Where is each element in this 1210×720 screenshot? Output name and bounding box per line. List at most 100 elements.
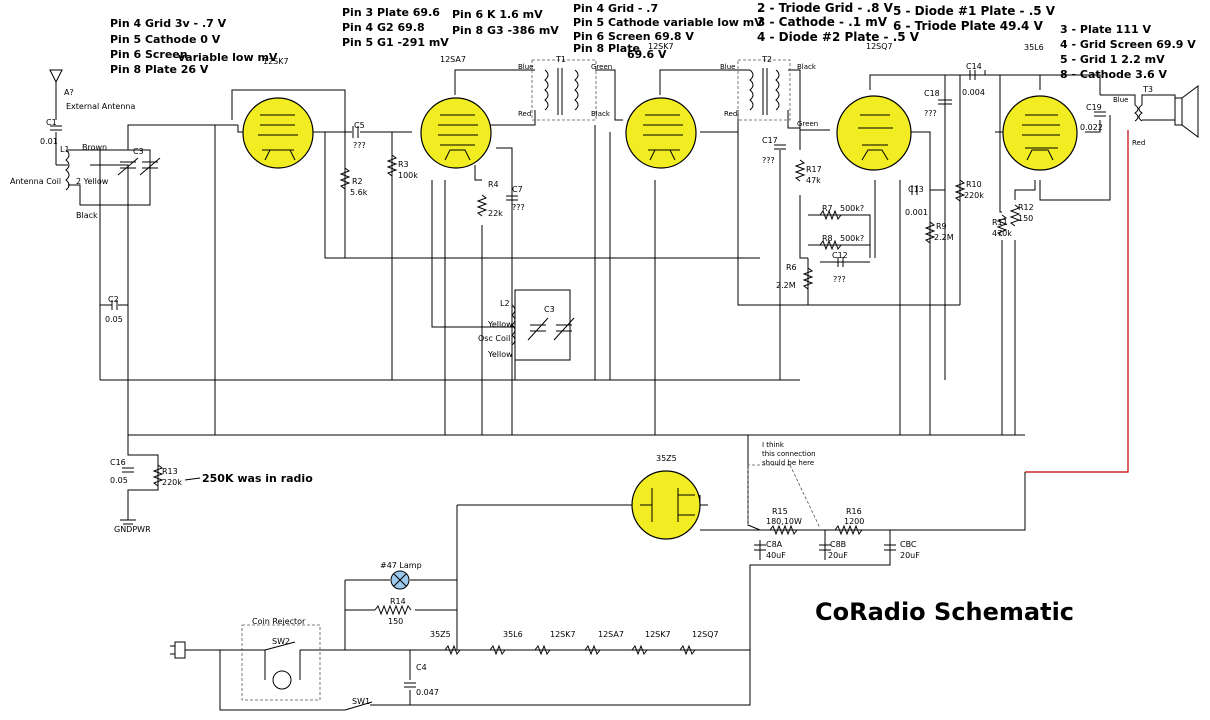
- tube-v2-name: 12SA7: [440, 55, 466, 64]
- tube-v5-name: 35L6: [1024, 43, 1044, 52]
- c5-cap-icon: [352, 126, 359, 138]
- r15-resistor-icon: [769, 524, 798, 536]
- lamp-label: #47 Lamp: [380, 561, 422, 570]
- t1-blue: Blue: [518, 63, 534, 71]
- antenna-coil-label: Antenna Coil: [10, 177, 61, 186]
- r4-resistor-icon: [476, 194, 488, 217]
- c2-ref: C2: [108, 295, 119, 304]
- coin-rejector-label: Coin Rejector: [252, 617, 306, 626]
- c1-val: 0.01: [40, 137, 58, 146]
- c3b-variable-cap-icon: [139, 157, 161, 176]
- heater-35z5: 35Z5: [430, 630, 451, 639]
- c3-ref: C3: [133, 147, 144, 156]
- sw2-icon: [264, 641, 296, 651]
- antenna-desc: External Antenna: [66, 102, 135, 111]
- r10-resistor-icon: [954, 179, 966, 202]
- note-v3-line5: 69.6 V: [627, 48, 667, 61]
- r17-resistor-icon: [794, 159, 806, 182]
- r11-ref: R11: [992, 218, 1008, 227]
- c8b-val: 20uF: [828, 551, 848, 560]
- tube-rectifier: [631, 470, 701, 540]
- c3b-ref: C3: [544, 305, 555, 314]
- c17-cap-icon: [774, 144, 786, 150]
- heater-12sa7: 12SA7: [598, 630, 624, 639]
- c8a-val: 40uF: [766, 551, 786, 560]
- r9-resistor-icon: [924, 221, 936, 244]
- r10-ref: R10: [966, 180, 982, 189]
- voltage-notes-v4: 2 - Triode Grid - .8 V 3 - Cathode - .1 …: [757, 1, 1056, 44]
- t2-red: Red: [724, 110, 737, 118]
- cbc-ref: CBC: [900, 540, 917, 549]
- c16-ref: C16: [110, 458, 126, 467]
- t3-ref: T3: [1142, 85, 1153, 94]
- c17-ref: C17: [762, 136, 778, 145]
- note-v1-line3: Pin 6 Screen: [110, 48, 188, 61]
- tube-v5: [1002, 95, 1078, 171]
- osc-coil-label: Osc Coil: [478, 334, 510, 343]
- c7-cap-icon: [506, 195, 518, 201]
- r6-resistor-icon: [802, 267, 814, 290]
- r7-val: 500k?: [840, 204, 864, 213]
- osc-coil-ref: L2: [500, 299, 510, 308]
- r17-ref: R17: [806, 165, 822, 174]
- c17-val: ???: [762, 156, 775, 165]
- tube-v4-name: 12SQ7: [866, 42, 893, 51]
- c13-cap-icon: [911, 185, 918, 195]
- r11-val: 470k: [992, 229, 1012, 238]
- antenna-brown: Brown: [82, 143, 107, 152]
- heater-12sk7-b: 12SK7: [645, 630, 671, 639]
- r7-resistor-icon: [819, 209, 842, 221]
- r8-val: 500k?: [840, 234, 864, 243]
- c14-cap-icon: [969, 70, 976, 80]
- r13-val: 220k: [162, 478, 182, 487]
- r4-val: 22k: [488, 209, 503, 218]
- c4-cap-icon: [404, 682, 416, 688]
- sw1-icon: [344, 701, 373, 711]
- heater-35l6: 35L6: [503, 630, 523, 639]
- ground-icon: [120, 519, 136, 525]
- note-v3-line1: Pin 4 Grid - .7: [573, 2, 658, 15]
- r16-val: 1200: [844, 517, 864, 526]
- c18-val: ???: [924, 109, 937, 118]
- note-v4-line5: 6 - Triode Plate 49.4 V: [893, 19, 1044, 33]
- r16-ref: R16: [846, 507, 862, 516]
- r3-ref: R3: [398, 160, 409, 169]
- note-v1-line2: Pin 5 Cathode 0 V: [110, 33, 221, 46]
- r12-resistor-icon: [1009, 204, 1021, 227]
- r15-ref: R15: [772, 507, 788, 516]
- r2-resistor-icon: [339, 167, 351, 190]
- voltage-notes-v2: Pin 3 Plate 69.6 Pin 4 G2 69.8 Pin 5 G1 …: [342, 6, 559, 49]
- r6-ref: R6: [786, 263, 797, 272]
- note-v4-line4: 5 - Diode #1 Plate - .5 V: [893, 4, 1056, 18]
- antenna-name: A?: [64, 88, 74, 97]
- osc-coil-icon: [511, 304, 516, 346]
- coin-switch-icon: [272, 670, 292, 690]
- c2-cap-icon: [111, 300, 118, 310]
- c12-val: ???: [833, 275, 846, 284]
- c19-ref: C19: [1086, 103, 1102, 112]
- connection-note-3: should be here: [762, 459, 814, 467]
- c1-ref: C1: [46, 118, 57, 127]
- c4-val: 0.047: [416, 688, 439, 697]
- osc-yellow-1: Yellow: [487, 320, 513, 329]
- t2-ref: T2: [761, 55, 772, 64]
- coin-rejector-box: [241, 624, 321, 701]
- r8-ref: R8: [822, 234, 833, 243]
- note-v5-line1: 3 - Plate 111 V: [1060, 23, 1151, 36]
- c14-val: 0.004: [962, 88, 985, 97]
- note-v3-line2: Pin 5 Cathode variable low mV: [573, 16, 763, 29]
- t3-windings-icon: [1134, 104, 1143, 122]
- r12-ref: R12: [1018, 203, 1034, 212]
- t3-blue: Blue: [1113, 96, 1129, 104]
- tube-v1: [242, 97, 314, 169]
- lamp-cross-icon: [393, 573, 407, 587]
- c13-val: 0.001: [905, 208, 928, 217]
- c16-cap-icon: [122, 467, 134, 473]
- r2-ref: R2: [352, 177, 363, 186]
- connection-note-2: this connection: [762, 450, 816, 458]
- c18-cap-icon: [938, 99, 952, 105]
- note-v5-line4: 8 - Cathode 3.6 V: [1060, 68, 1168, 81]
- c14-ref: C14: [966, 62, 982, 71]
- r7-ref: R7: [822, 204, 833, 213]
